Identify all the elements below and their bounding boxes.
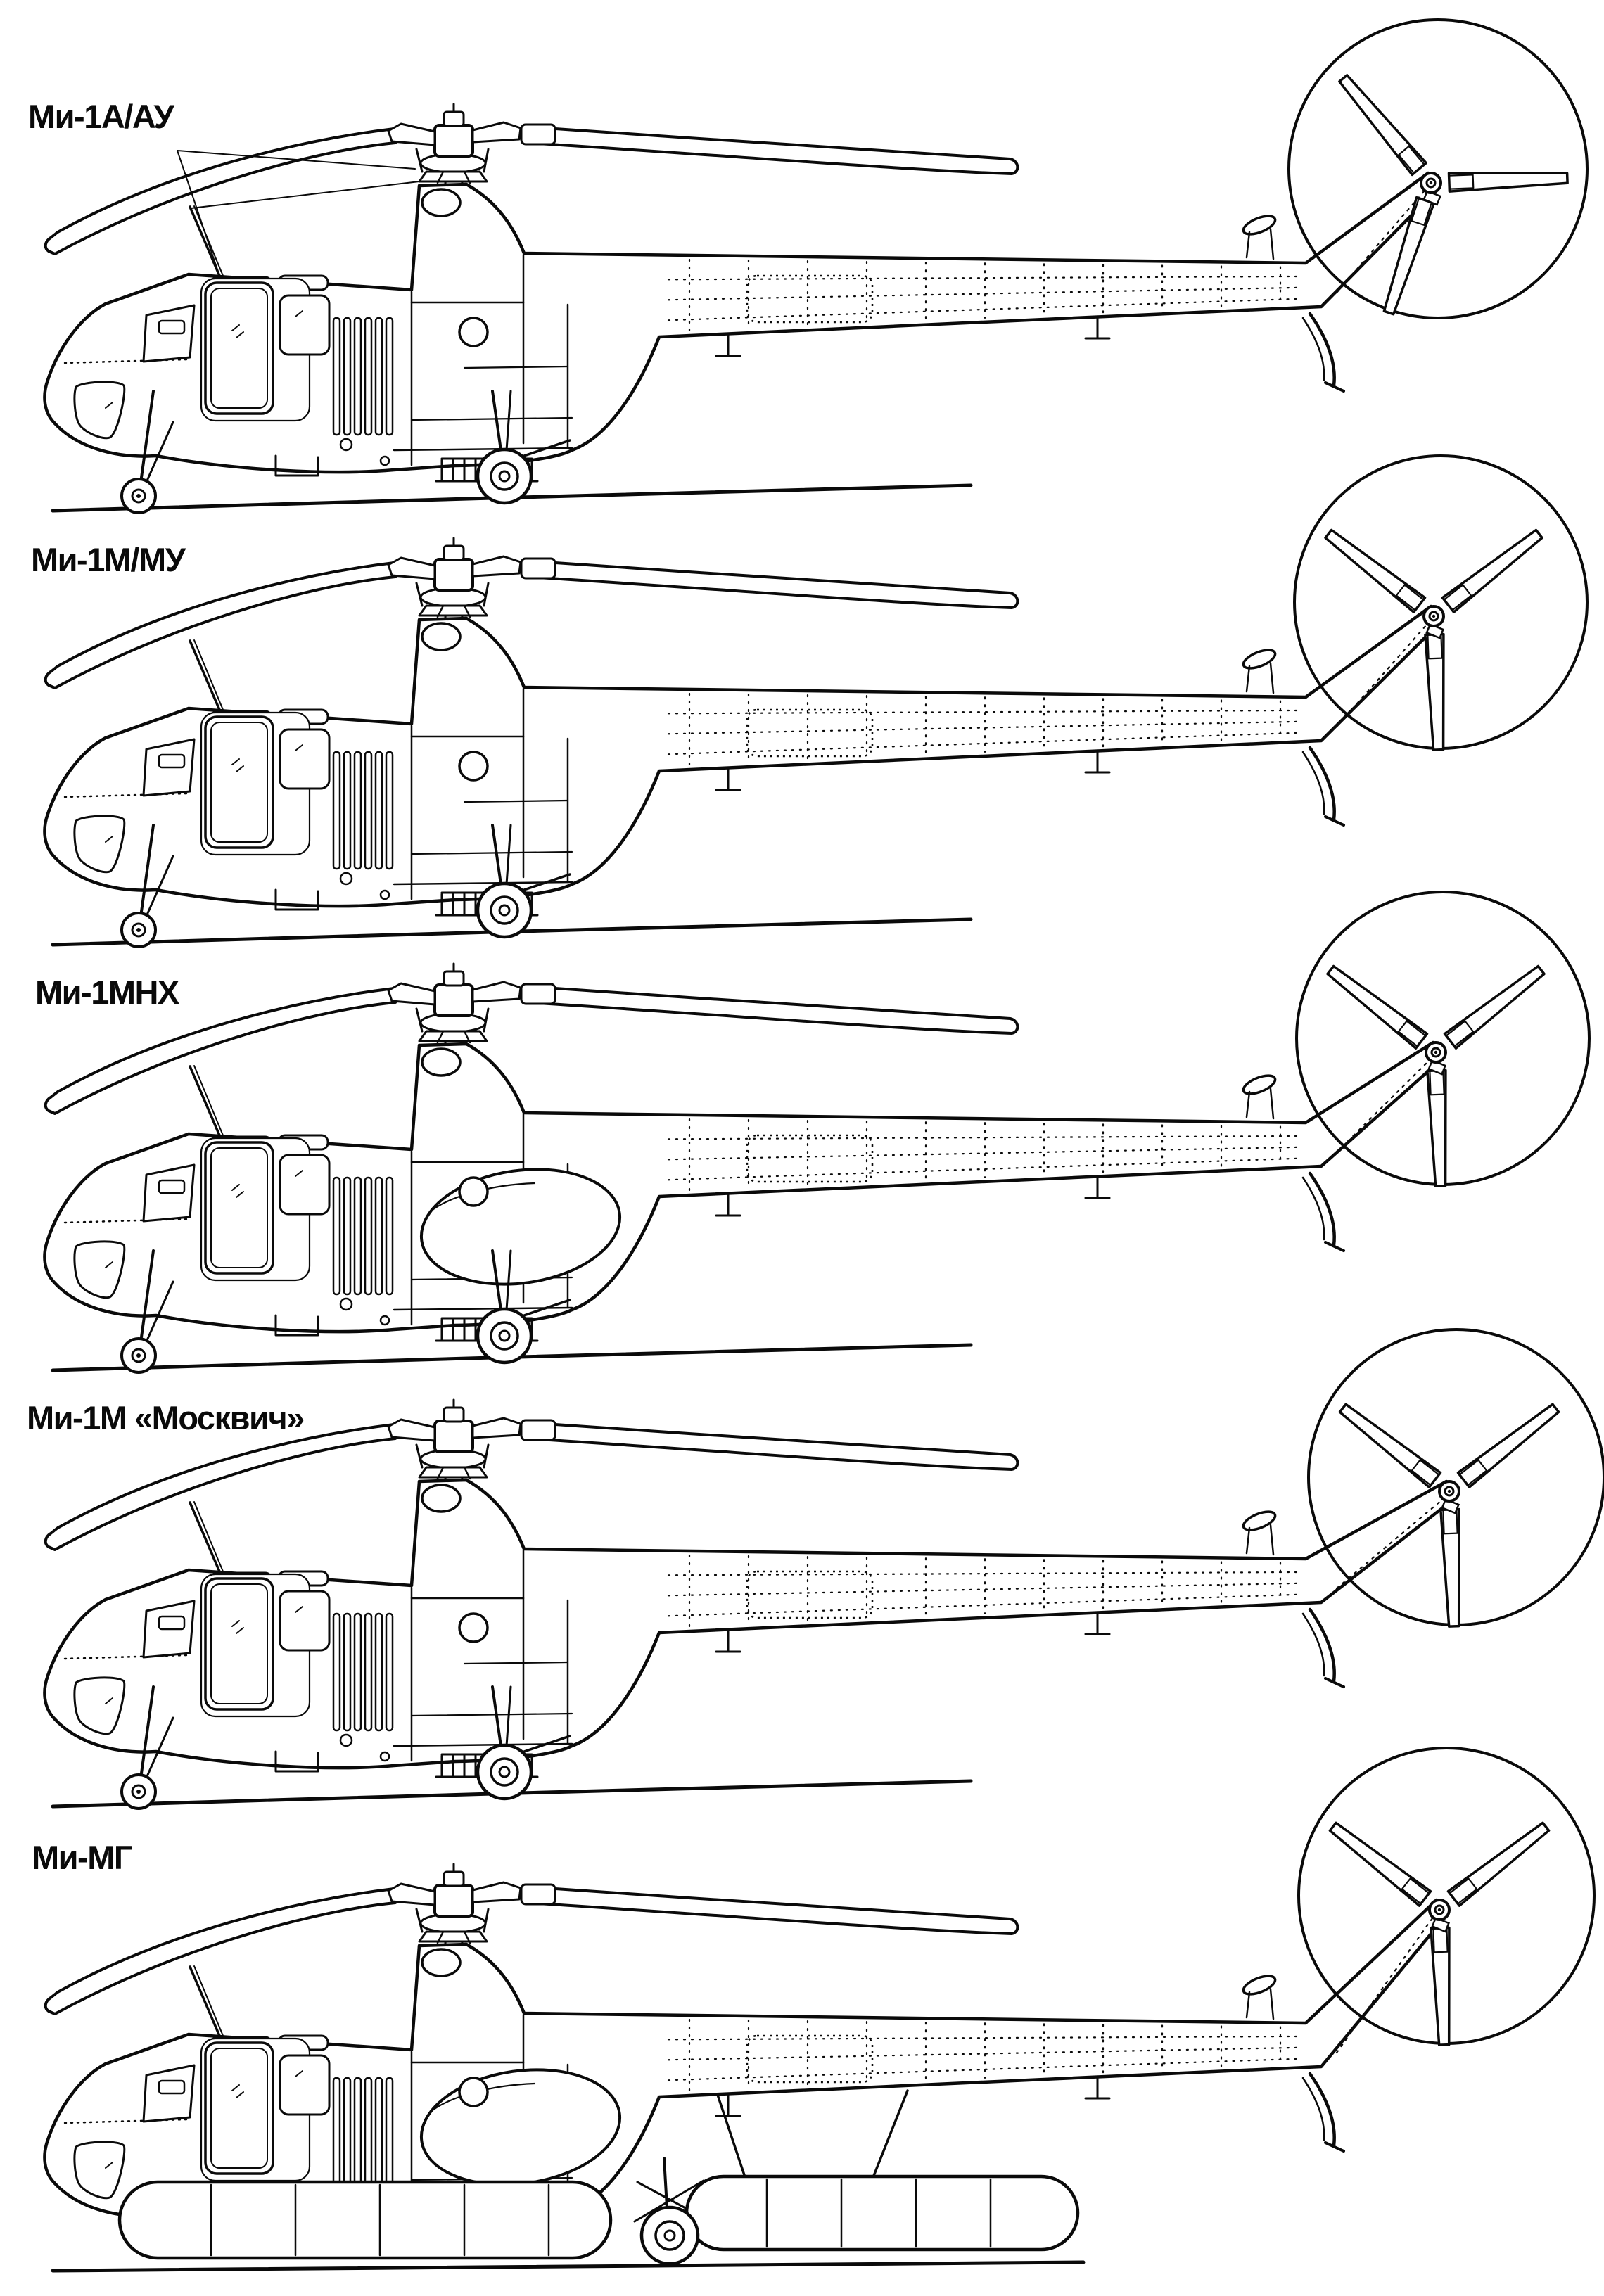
cockpit-glazing [73, 1134, 331, 1299]
helicopter-figure-1 [43, 18, 1589, 514]
variant-label-4: Ми-1М «Москвич» [27, 1399, 305, 1436]
antenna-mast [177, 150, 420, 277]
pontoon-floats [117, 2089, 1080, 2266]
boom-access-panel [746, 274, 874, 324]
main-rotor-head [387, 1863, 522, 1954]
main-rotor-head [387, 103, 522, 194]
stabilizer-tip [1242, 1510, 1277, 1531]
fuselage-outline [43, 1040, 1444, 1334]
boom-access-panel [746, 1570, 874, 1619]
tail-details [715, 1074, 1345, 1252]
tail-rotor-blade [1441, 528, 1543, 613]
nose-landing-gear [120, 824, 174, 948]
tail-details [715, 1975, 1345, 2152]
antenna-mast [189, 1965, 224, 2037]
fairing-porthole [421, 1484, 462, 1513]
cockpit-glazing [73, 708, 331, 874]
engine-louvres [332, 1612, 394, 1732]
main-rotor-blades [44, 1419, 1019, 1551]
fairing-porthole [421, 1047, 462, 1077]
variant-label-3: Ми-1МНХ [35, 974, 179, 1011]
main-rotor-blades [44, 1883, 1019, 2015]
tail-rotor-detail-circle [1295, 891, 1591, 1187]
ground-line [51, 2260, 1086, 2273]
tail-details [715, 649, 1345, 827]
panel-seams [63, 687, 1303, 900]
tail-rotor-blade [1338, 74, 1427, 177]
cockpit-glazing [73, 1570, 331, 1735]
fuselage-outline [43, 1478, 1457, 1770]
main-rotor-head [387, 962, 522, 1054]
helicopter-figure-5 [43, 1747, 1596, 2273]
antenna-mast [189, 639, 224, 711]
nose-landing-gear [120, 1685, 174, 1810]
engine-louvres [332, 317, 394, 436]
panel-seams [63, 253, 1303, 466]
tail-details [715, 215, 1345, 393]
helicopter-figure-2 [43, 454, 1589, 948]
main-rotor-head [387, 1398, 522, 1490]
fairing-porthole [421, 622, 462, 651]
front-float [117, 2180, 613, 2260]
nose-landing-gear [120, 390, 174, 514]
main-landing-gear [476, 824, 571, 939]
tail-rotor-blade [1328, 1821, 1432, 1907]
tail-rotor-detail-circle [1297, 1747, 1596, 2054]
variant-label-5: Ми-МГ [32, 1839, 133, 1876]
engine-louvres [332, 2077, 394, 2196]
boom-access-panel [746, 2034, 874, 2084]
cockpit-glazing [73, 274, 331, 440]
tail-rotor-detail-circle [1307, 1328, 1604, 1628]
variant-label-1: Ми-1А/АУ [28, 98, 174, 135]
boom-access-panel [746, 1134, 874, 1183]
tail-rotor-blade [1338, 1403, 1442, 1488]
stabilizer-tip [1242, 1074, 1277, 1095]
stabilizer-tip [1242, 215, 1277, 236]
antenna-mast [189, 1065, 224, 1137]
engine-louvres [332, 1176, 394, 1296]
tail-rotor-blade [1446, 1821, 1551, 1907]
main-landing-gear [476, 1685, 571, 1801]
tail-rotor-blade [1456, 1403, 1560, 1488]
main-landing-gear [476, 390, 571, 505]
nose-landing-gear [120, 1249, 174, 1374]
fairing-porthole [421, 1948, 462, 1977]
tail-rotor-blade [1324, 528, 1427, 613]
fairing-porthole [421, 188, 462, 217]
main-rotor-head [387, 537, 522, 628]
tail-rotor-blade [1326, 964, 1429, 1050]
main-landing-gear [476, 1249, 571, 1365]
cockpit-glazing [73, 2034, 331, 2200]
rear-float [685, 2174, 1080, 2252]
variant-label-2: Ми-1М/МУ [31, 541, 186, 578]
main-rotor-blades [44, 983, 1019, 1115]
tail-rotor-blade [1443, 964, 1546, 1050]
helicopter-figure-4 [43, 1328, 1604, 1810]
tail-rotor-detail-circle [1287, 18, 1589, 319]
stabilizer-tip [1242, 649, 1277, 670]
engine-louvres [332, 751, 394, 870]
boom-access-panel [746, 708, 874, 758]
antenna-mast [189, 1501, 224, 1573]
tail-details [715, 1510, 1345, 1688]
stabilizer-tip [1242, 1975, 1277, 1996]
main-rotor-blades [44, 557, 1019, 689]
helicopter-figure-3 [43, 891, 1591, 1374]
main-rotor-blades [44, 123, 1019, 255]
tail-rotor-detail-circle [1293, 454, 1589, 751]
